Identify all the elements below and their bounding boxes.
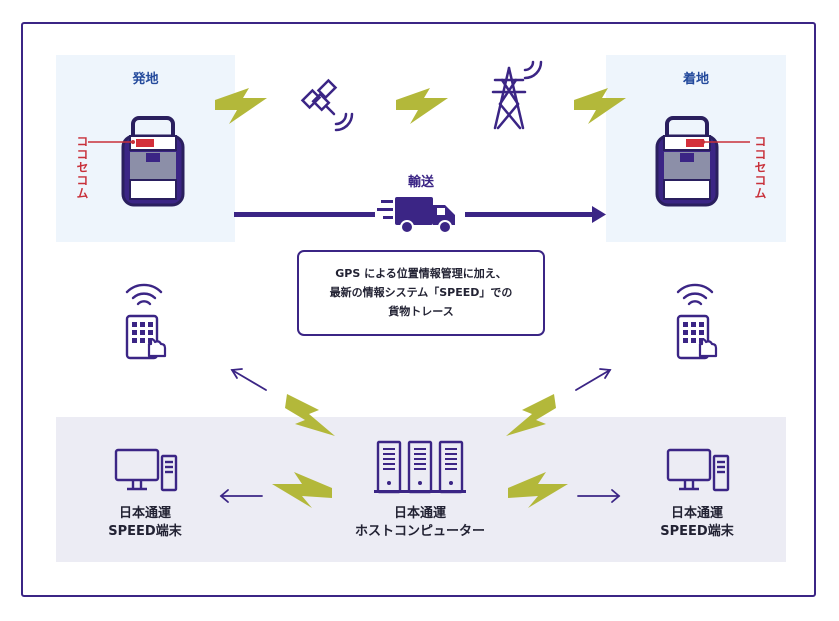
terminal-right-line1: 日本通運	[670, 506, 723, 521]
desktop-computer-icon	[114, 448, 178, 492]
terminal-left-line1: 日本通運	[118, 506, 171, 521]
arrow-icon	[230, 368, 267, 391]
satellite-icon	[300, 78, 354, 132]
handheld-terminal-icon	[676, 283, 718, 360]
terminal-right-line2: SPEED端末	[660, 524, 734, 539]
lightning-icon	[574, 88, 626, 124]
gps-trace-note: GPS による位置情報管理に加え、 最新の情報システム「SPEED」での 貨物ト…	[297, 250, 545, 336]
arrow-icon	[219, 489, 263, 503]
lightning-icon	[508, 472, 568, 508]
note-line: 貨物トレース	[388, 305, 454, 318]
host-label: 日本通運 ホストコンピューター	[330, 505, 510, 541]
security-bag-icon	[655, 116, 719, 207]
lightning-icon	[215, 88, 267, 124]
lightning-icon	[285, 394, 335, 436]
desktop-computer-icon	[666, 448, 730, 492]
origin-tracker-tag: ココセコム	[75, 135, 89, 200]
note-line: 最新の情報システム「SPEED」での	[329, 286, 513, 299]
terminal-right-label: 日本通運 SPEED端末	[642, 505, 752, 541]
lightning-icon	[272, 472, 332, 508]
handheld-terminal-icon	[125, 283, 167, 360]
origin-title: 発地	[132, 72, 159, 87]
host-line2: ホストコンピューター	[354, 524, 485, 539]
arrow-icon	[577, 489, 621, 503]
server-icon	[374, 440, 466, 494]
terminal-left-line2: SPEED端末	[108, 524, 182, 539]
arrow-icon	[575, 368, 612, 391]
destination-title: 着地	[682, 72, 709, 87]
destination-tracker-tag: ココセコム	[753, 135, 767, 200]
destination-tag-line	[701, 140, 750, 144]
transport-label: 輸送	[407, 175, 434, 190]
origin-tag-line	[88, 140, 135, 144]
diagram-frame	[21, 22, 816, 597]
note-line: GPS による位置情報管理に加え、	[335, 267, 507, 280]
lightning-icon	[396, 88, 448, 124]
terminal-left-label: 日本通運 SPEED端末	[90, 505, 200, 541]
lightning-icon	[506, 394, 556, 436]
host-line1: 日本通運	[393, 506, 446, 521]
transmission-tower-icon	[491, 60, 543, 130]
delivery-truck-icon	[375, 195, 465, 237]
security-bag-icon	[121, 116, 185, 207]
